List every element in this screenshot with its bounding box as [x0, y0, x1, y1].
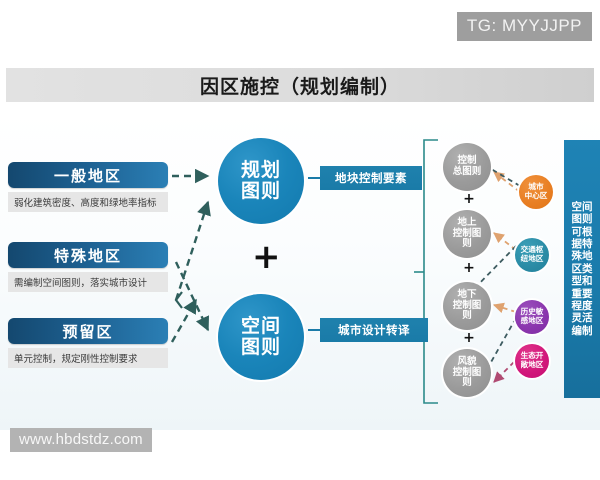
- chain-circle-0-line2: 总图则: [452, 166, 482, 177]
- badge-1-line2: 纽地区: [520, 254, 544, 263]
- badge-city-center[interactable]: 城市 中心区: [519, 175, 553, 209]
- chain-circle-3-line3: 则: [462, 377, 472, 389]
- plus-sign-center: +: [252, 237, 281, 277]
- badge-0-line1: 城市: [528, 182, 544, 192]
- chain-circle-2-line1: 地下: [457, 289, 477, 301]
- zone-title-general: 一般地区: [8, 162, 168, 188]
- badge-historic-sensitive[interactable]: 历史敏 感地区: [515, 300, 549, 334]
- chain-circle-underground-control[interactable]: 地下 控制图 则: [443, 282, 491, 330]
- badge-3-line1: 生态开: [520, 351, 544, 361]
- badge-1-line1: 交通枢: [520, 245, 544, 255]
- circle-planning-map[interactable]: 规划 图则: [218, 138, 304, 224]
- circle-planning-map-line2: 图则: [240, 180, 281, 202]
- chain-plus-0: +: [463, 191, 475, 207]
- chain-plus-2: +: [463, 330, 475, 346]
- chain-circle-3-line2: 控制图: [452, 366, 482, 378]
- right-note-text: 空间图则可根据特殊地区类型和重要程度灵活编制: [571, 200, 593, 337]
- zone-block-special[interactable]: 特殊地区 需编制空间图则，落实城市设计: [8, 242, 168, 292]
- zone-block-general[interactable]: 一般地区 弱化建筑密度、高度和绿地率指标: [8, 162, 168, 212]
- chain-circle-appearance-control[interactable]: 风貌 控制图 则: [443, 349, 491, 397]
- badge-0-line2: 中心区: [524, 191, 548, 200]
- zone-desc-general: 弱化建筑密度、高度和绿地率指标: [8, 192, 168, 212]
- zone-desc-reserved: 单元控制，规定刚性控制要求: [8, 348, 168, 368]
- badge-ecological-open[interactable]: 生态开 敞地区: [515, 344, 549, 378]
- chain-circle-aboveground-control[interactable]: 地上 控制图 则: [443, 210, 491, 258]
- badge-transport-hub[interactable]: 交通枢 纽地区: [515, 238, 549, 272]
- chain-plus-1: +: [463, 260, 475, 276]
- page-title: 因区施控（规划编制）: [199, 75, 400, 98]
- zone-title-special: 特殊地区: [8, 242, 168, 268]
- zone-title-reserved: 预留区: [8, 318, 168, 344]
- chain-circle-1-line3: 则: [462, 238, 472, 250]
- chain-circle-1-line2: 控制图: [452, 227, 482, 239]
- tag-connector-bottom: [308, 329, 320, 331]
- chain-circle-2-line3: 则: [462, 310, 472, 322]
- watermark-top-right: TG: MYYJJPP: [456, 12, 592, 41]
- chain-circle-general-control[interactable]: 控制 总图则: [443, 143, 491, 191]
- tag-plot-control-elements[interactable]: 地块控制要素: [320, 166, 422, 190]
- tag-connector-top: [308, 177, 320, 179]
- watermark-bottom-left: www.hbdstdz.com: [10, 428, 152, 452]
- badge-3-line2: 敞地区: [520, 360, 544, 369]
- chain-circle-0-line1: 控制: [457, 155, 477, 167]
- tag-urban-design-translation[interactable]: 城市设计转译: [320, 318, 428, 342]
- circle-spatial-map-line1: 空间: [240, 314, 281, 337]
- zone-desc-special: 需编制空间图则，落实城市设计: [8, 272, 168, 292]
- badge-2-line2: 感地区: [520, 316, 544, 325]
- chain-circle-1-line1: 地上: [457, 217, 477, 229]
- circle-planning-map-line1: 规划: [240, 158, 281, 181]
- page-title-band: 因区施控（规划编制）: [6, 68, 594, 102]
- chain-circle-2-line2: 控制图: [452, 299, 482, 311]
- right-note-column: 空间图则可根据特殊地区类型和重要程度灵活编制: [564, 140, 600, 398]
- badge-2-line1: 历史敏: [520, 307, 544, 317]
- circle-spatial-map[interactable]: 空间 图则: [218, 294, 304, 380]
- zone-block-reserved[interactable]: 预留区 单元控制，规定刚性控制要求: [8, 318, 168, 368]
- chain-circle-3-line1: 风貌: [457, 356, 477, 368]
- circle-spatial-map-line2: 图则: [240, 336, 281, 358]
